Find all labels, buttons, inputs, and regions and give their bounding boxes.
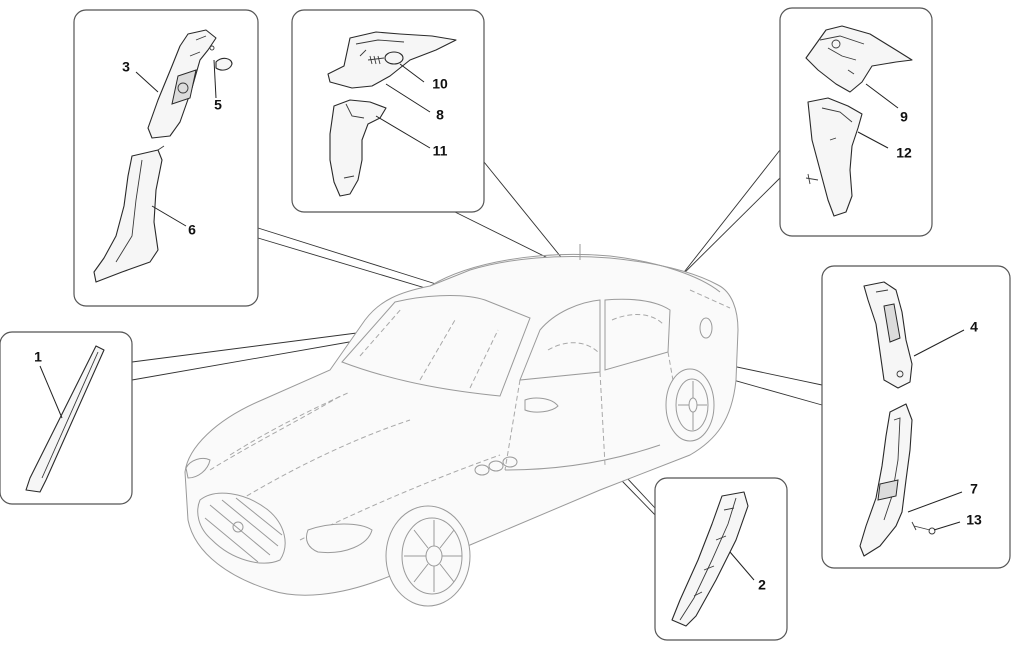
- detail-box-8-10-11: 10 8 11: [291, 9, 485, 213]
- part-6-lower-pillar: [93, 149, 163, 283]
- label-6: 6: [188, 222, 196, 238]
- label-11: 11: [433, 143, 448, 159]
- part-5-cap: [215, 57, 233, 71]
- car-windshield: [341, 295, 531, 397]
- label-1: 1: [34, 349, 42, 365]
- label-8: 8: [436, 107, 444, 123]
- label-9: 9: [900, 109, 908, 125]
- detail-box-2: 2: [654, 477, 788, 641]
- part-4-upper-b-pillar: [863, 281, 913, 389]
- car-grille: [197, 492, 286, 564]
- car-front-wheel: [385, 505, 471, 607]
- label-4: 4: [970, 319, 978, 335]
- detail-box-3-5-6: 3 5 6: [73, 9, 259, 307]
- car-rear-wheel: [665, 368, 715, 442]
- part-10-clip: [384, 51, 404, 65]
- car-illustration: [184, 244, 739, 607]
- car-front-window: [519, 299, 601, 381]
- part-11-lower-panel: [329, 99, 387, 197]
- label-13: 13: [966, 512, 982, 528]
- label-3: 3: [122, 59, 130, 75]
- detail-box-9-12: 9 12: [779, 7, 933, 237]
- label-7: 7: [970, 481, 978, 497]
- part-12-lower-panel: [807, 97, 863, 217]
- label-12: 12: [896, 145, 912, 161]
- label-10: 10: [432, 76, 448, 92]
- car-headlight: [305, 523, 373, 554]
- part-2-a-pillar-trim: [671, 491, 749, 627]
- detail-box-1: 1: [0, 331, 133, 505]
- detail-box-4-7-13: 4 7 13: [821, 265, 1011, 569]
- car-roof: [429, 254, 721, 293]
- label-5: 5: [214, 97, 222, 113]
- label-2: 2: [758, 577, 766, 593]
